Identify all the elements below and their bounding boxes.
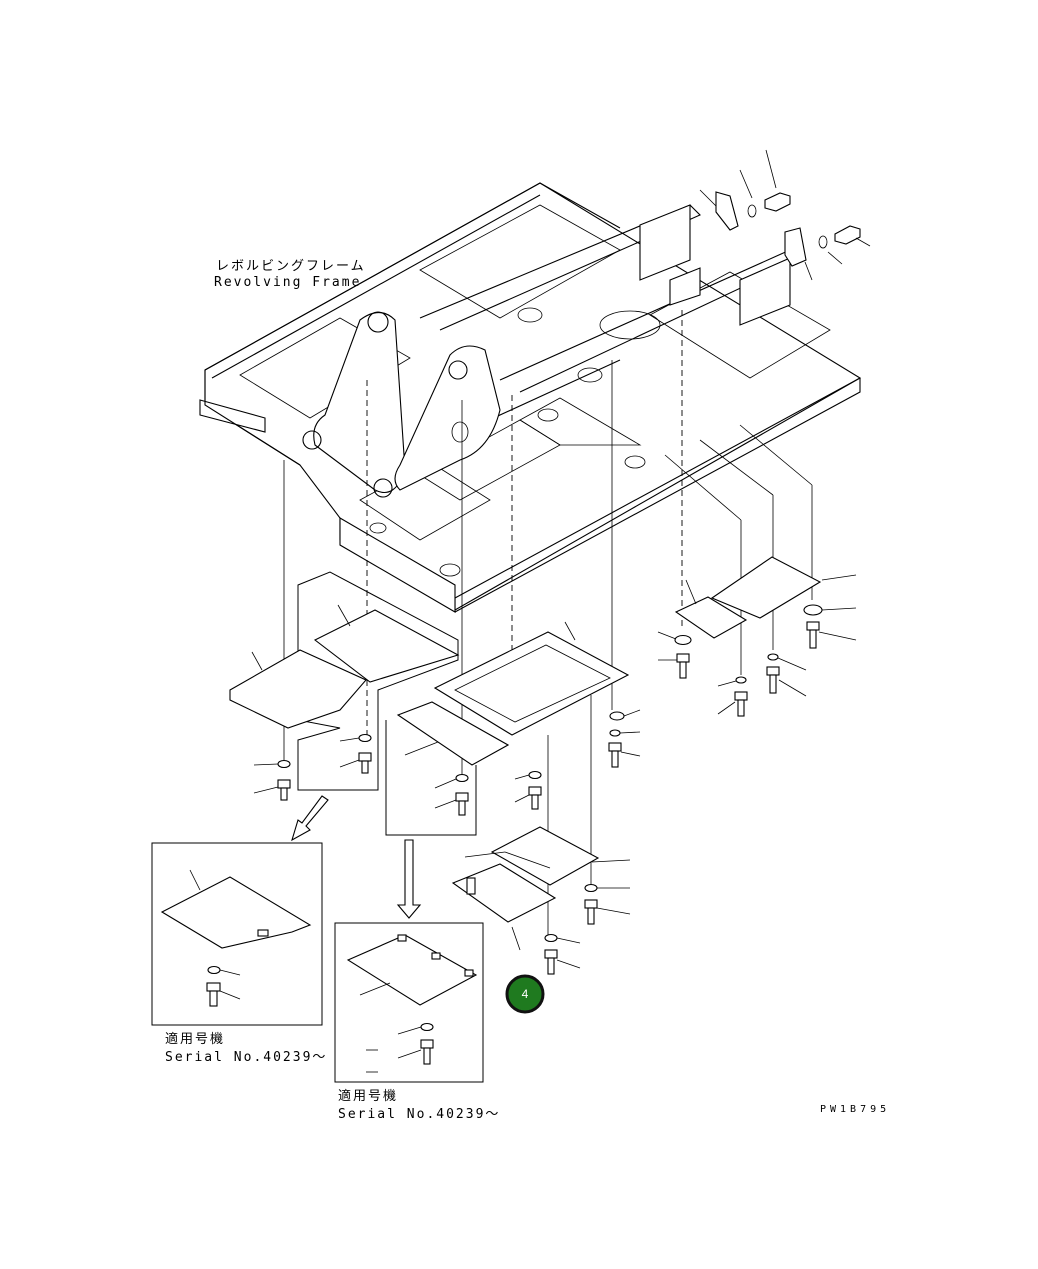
center-cover-group (385, 621, 630, 951)
washer-icon (717, 676, 747, 687)
washer-icon (609, 709, 641, 721)
top-bracket-assembly-a (699, 149, 791, 231)
top-bracket-assembly-b (784, 225, 871, 281)
revolving-frame (199, 182, 862, 613)
washer-icon (339, 733, 372, 743)
right-cover-group (674, 556, 857, 639)
bolt-icon (253, 779, 291, 801)
bolt-icon (434, 792, 469, 816)
bolt-icon (608, 742, 641, 768)
bolt-icon (544, 949, 581, 975)
inset-left-caption-jp: 適用号機 (165, 1031, 225, 1047)
drawing-code: PW1B795 (820, 1104, 890, 1115)
inset-left-caption-en: Serial No.40239～ (165, 1050, 327, 1065)
left-under-cover-group (229, 571, 460, 791)
frame-label-jp: レボルビングフレーム (216, 259, 366, 274)
washer-icon (514, 770, 542, 780)
bolt-icon (658, 653, 690, 679)
inset-center-caption-jp: 適用号機 (338, 1088, 398, 1104)
bolt-icon (806, 621, 857, 649)
down-arrow-icon (396, 839, 422, 919)
washer-icon (584, 883, 630, 893)
bolt-icon (584, 899, 631, 925)
bolt-icon (339, 752, 372, 774)
washer-icon (434, 773, 469, 789)
callout-marker[interactable]: 4 (505, 974, 545, 1014)
washer-icon (609, 729, 641, 737)
washer-icon (803, 604, 857, 616)
bolt-icon (514, 786, 542, 810)
inset-left (151, 842, 323, 1026)
washer-icon (657, 631, 692, 646)
down-arrow-icon (291, 795, 329, 842)
callout-number: 4 (522, 987, 529, 1001)
inset-center-caption-en: Serial No.40239～ (338, 1107, 500, 1122)
bolt-icon (766, 666, 807, 697)
bolt-icon (717, 691, 748, 717)
frame-label-en: Revolving Frame (214, 275, 361, 290)
fastener-group (253, 604, 857, 975)
washer-icon (253, 759, 291, 769)
washer-icon (767, 653, 807, 671)
washer-icon (544, 933, 581, 944)
inset-center (334, 922, 484, 1083)
